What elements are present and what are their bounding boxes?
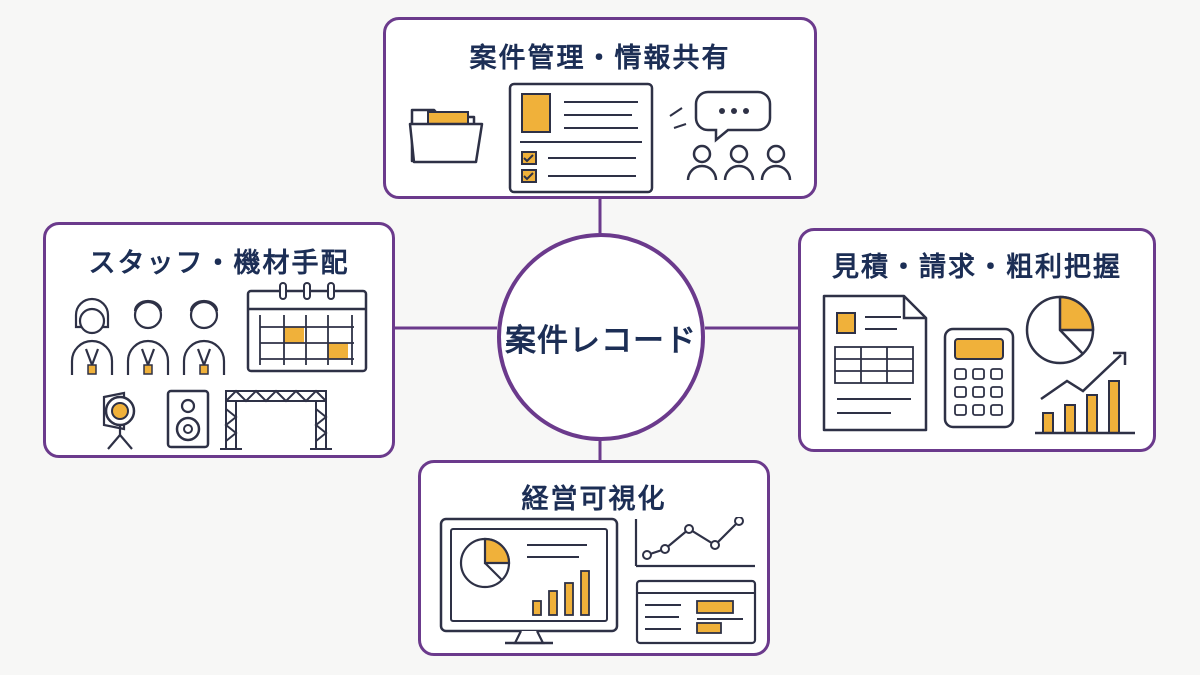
invoice-document-icon (822, 294, 928, 432)
line-chart-icon (634, 517, 755, 568)
center-label: 案件レコード (505, 322, 697, 359)
team-icon (686, 144, 792, 181)
node-project-management: 案件管理・情報共有 (383, 17, 817, 199)
center-hub-project-record: 案件レコード (497, 233, 705, 441)
node-title: 案件管理・情報共有 (469, 43, 731, 74)
node-staff-equipment: スタッフ・機材手配 (43, 222, 395, 458)
pie-chart-icon (1025, 295, 1095, 365)
node-estimate-billing: 見積・請求・粗利把握 (798, 228, 1156, 452)
node-title: 経営可視化 (521, 484, 667, 515)
bar-growth-chart-icon (1035, 351, 1135, 435)
chat-bubble-icon (669, 90, 772, 143)
calculator-icon (943, 327, 1015, 429)
node-management-visualization: 経営可視化 (418, 460, 770, 656)
speaker-icon (166, 389, 210, 449)
schedule-calendar-icon (246, 282, 368, 373)
report-panel-icon (635, 579, 757, 645)
staff-icon (70, 297, 226, 375)
truss-stage-icon (220, 389, 332, 450)
folder-icon (408, 108, 484, 164)
project-document-icon (508, 82, 654, 194)
dashboard-monitor-icon (439, 517, 619, 645)
node-title: スタッフ・機材手配 (88, 248, 350, 279)
spotlight-icon (102, 391, 136, 450)
node-title: 見積・請求・粗利把握 (832, 252, 1122, 283)
